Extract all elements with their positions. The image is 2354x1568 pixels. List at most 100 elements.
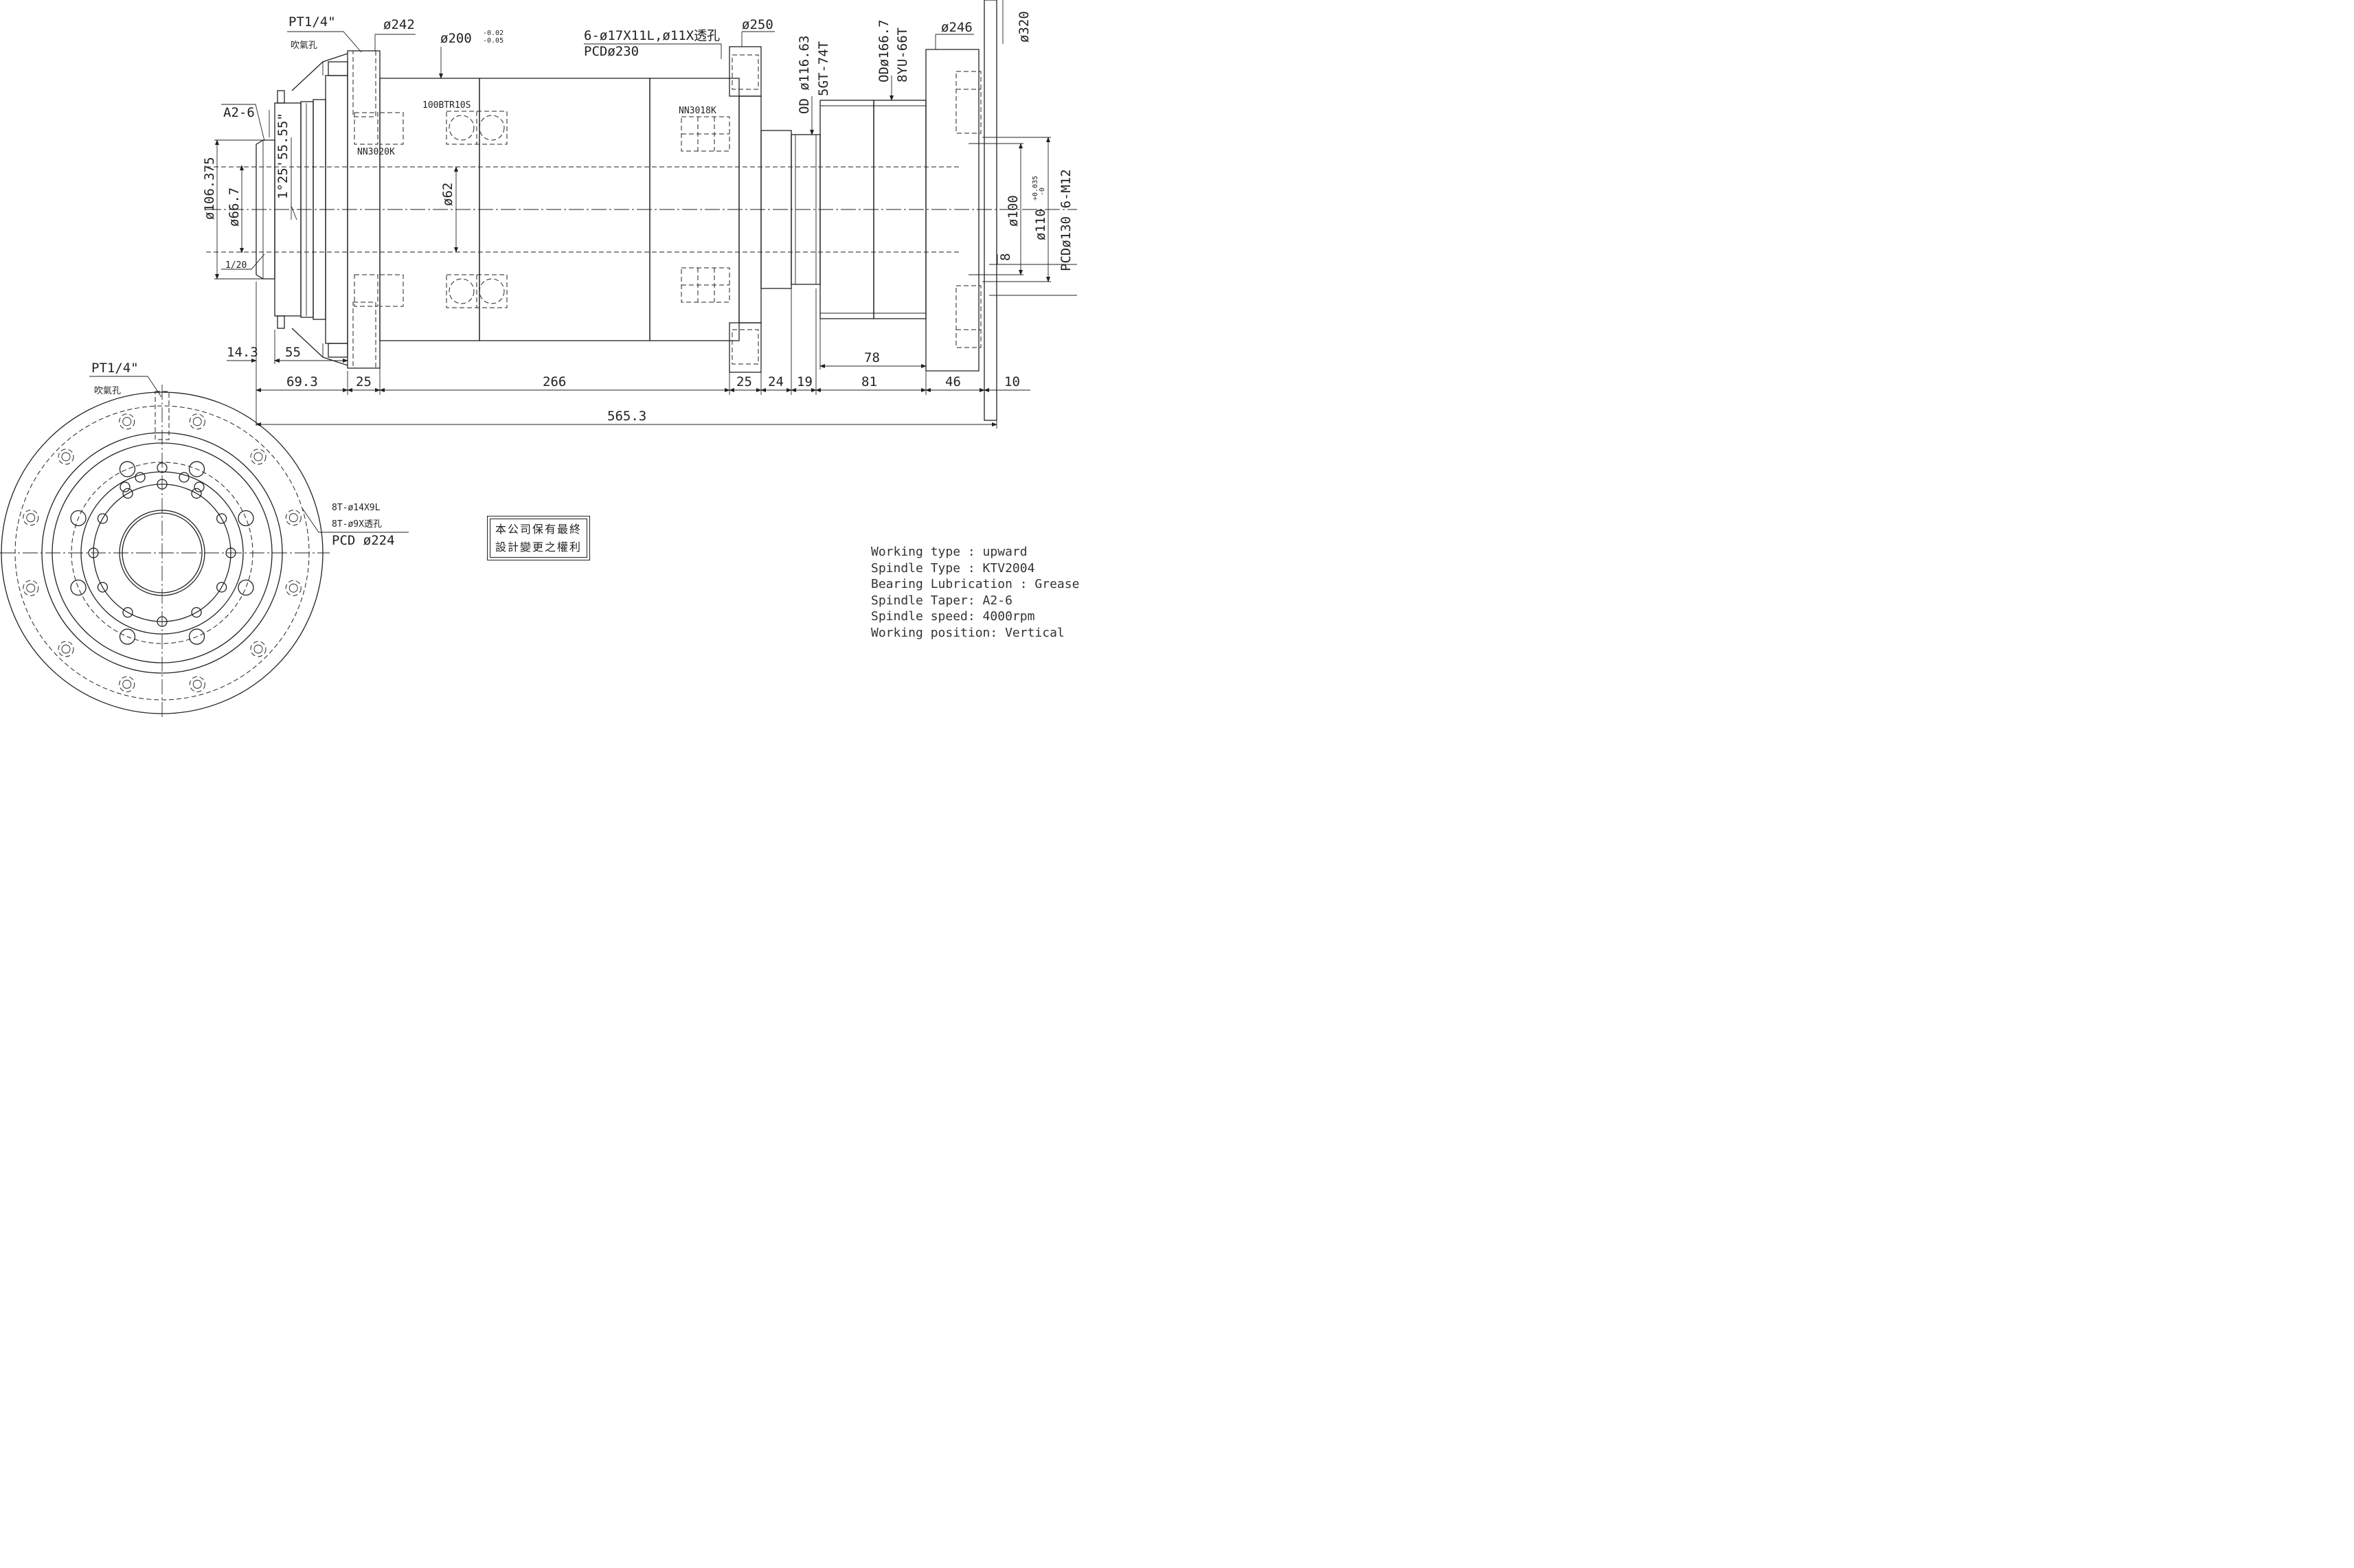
hole-spec-2: 8T-ø9X透孔 xyxy=(332,519,382,530)
inner-hole xyxy=(191,606,202,618)
rear-fit-label: ø110 xyxy=(1033,209,1048,240)
outer-bolt-hole-core xyxy=(61,452,71,462)
top-hole xyxy=(194,481,205,492)
dim-10: 10 xyxy=(1004,374,1020,389)
rear-depth-label: 8 xyxy=(998,253,1013,261)
dim-55: 55 xyxy=(285,345,301,360)
bearing-front-1-label: NN3020K xyxy=(357,147,395,157)
body-tol-upper: -0.02 xyxy=(483,30,503,37)
notice-line-1: 本公司保有最終 xyxy=(495,522,582,536)
dim-69-3: 69.3 xyxy=(286,374,318,389)
pcd-bolt-hole xyxy=(119,628,136,645)
dim-266: 266 xyxy=(543,374,566,389)
bore-dia-label: ø62 xyxy=(440,183,455,206)
top-hole xyxy=(120,481,131,492)
taper-angle-label: 1°25'55.55" xyxy=(275,113,291,199)
spec-position: Working position: Vertical xyxy=(871,625,1065,640)
inner-hole xyxy=(97,582,109,593)
side-view: A2-6 ø106.375 ø66.7 1°25'55.55" 1/20 PT1… xyxy=(202,0,1077,429)
pcd-bolt-hole xyxy=(70,510,87,527)
dim-25a: 25 xyxy=(356,374,372,389)
dim-81: 81 xyxy=(861,374,877,389)
rear-thread-label: PCDø130 6-M12 xyxy=(1059,169,1074,271)
inner-hole xyxy=(157,479,168,490)
inner-hole xyxy=(157,616,168,627)
pulley2-od-label: ODø166.7 xyxy=(876,19,892,82)
top-hole xyxy=(157,462,168,473)
bearing-front-2-label: 100BTR10S xyxy=(422,100,471,111)
pulley-od-label: OD ø116.63 xyxy=(797,36,812,114)
dim-46: 46 xyxy=(945,374,961,389)
outer-bolt-hole xyxy=(250,448,267,465)
front-air-port-label: PT1/4" xyxy=(91,361,139,376)
pcd-bolt-hole xyxy=(119,461,136,477)
inner-hole xyxy=(122,488,133,499)
plate-dia-label: ø320 xyxy=(1017,11,1032,43)
dimension-chain xyxy=(227,282,1030,429)
inner-hole xyxy=(191,488,202,499)
spec-taper: Spindle Taper: A2-6 xyxy=(871,593,1012,608)
inner-hole xyxy=(88,547,99,558)
outer-bolt-hole xyxy=(119,676,135,692)
outer-bolt-hole-core xyxy=(122,417,132,427)
hole-pcd: PCD ø224 xyxy=(332,533,395,548)
inner-hole xyxy=(97,513,109,524)
rear-fit-tol-lower: -0 xyxy=(1039,188,1046,196)
outer-bolt-hole-core xyxy=(288,513,298,523)
nose-inner-label: ø66.7 xyxy=(227,188,242,227)
pcd-bolt-hole xyxy=(188,628,205,645)
spec-lubrication: Bearing Lubrication : Grease xyxy=(871,577,1080,592)
outer-bolt-hole xyxy=(189,413,205,430)
dim-78: 78 xyxy=(864,350,880,365)
dim-total: 565.3 xyxy=(607,409,646,424)
pcd-bolt-hole xyxy=(188,461,205,477)
rear-dia-label: ø246 xyxy=(941,20,973,35)
outer-bolt-hole-core xyxy=(122,679,132,689)
outer-bolt-hole-core xyxy=(192,417,202,427)
outer-bolt-hole xyxy=(58,448,74,465)
outer-bolt-hole-core xyxy=(253,452,263,462)
outer-bolt-hole-core xyxy=(61,644,71,654)
dim-24: 24 xyxy=(768,374,784,389)
spec-speed: Spindle speed: 4000rpm xyxy=(871,609,1035,624)
air-port-note: 吹氣孔 xyxy=(291,41,317,51)
spindle-body xyxy=(354,78,740,341)
inner-hole xyxy=(122,606,133,618)
rear-shaft xyxy=(760,0,997,421)
taper-ratio-label: 1/20 xyxy=(225,260,247,271)
rear-fit-tol-upper: +0.035 xyxy=(1032,176,1039,201)
bearing-rear-label: NN3018K xyxy=(679,106,716,116)
nose-dia-label: ø106.375 xyxy=(202,157,217,220)
outer-bolt-hole-core xyxy=(26,583,36,593)
rear-flange-dia-label: ø250 xyxy=(742,17,773,32)
spec-working-type: Working type : upward xyxy=(871,545,1028,559)
pcd-bolt-hole xyxy=(238,579,254,596)
copyright-notice: 本公司保有最終 設計變更之權利 xyxy=(487,516,590,560)
flange-dia-label: ø242 xyxy=(383,17,415,32)
top-hole xyxy=(179,472,190,483)
nose-dims xyxy=(214,104,297,280)
spec-spindle-type: Spindle Type : KTV2004 xyxy=(871,560,1035,576)
dim-19: 19 xyxy=(797,374,813,389)
outer-bolt-hole xyxy=(58,641,74,657)
front-view-holes xyxy=(23,413,302,692)
pcd-bolt-hole xyxy=(238,510,254,527)
outer-bolt-hole-core xyxy=(192,679,202,689)
top-hole xyxy=(135,472,146,483)
body-dia-label: ø200 xyxy=(440,31,472,46)
outer-bolt-hole xyxy=(23,580,39,596)
dim-14-3: 14.3 xyxy=(227,345,258,360)
inner-hole xyxy=(225,547,236,558)
body-tol-lower: -0.05 xyxy=(483,37,503,45)
outer-bolt-hole xyxy=(250,641,267,657)
outer-bolt-hole xyxy=(23,510,39,526)
outer-bolt-hole xyxy=(119,413,135,430)
mount-pcd-label: PCDø230 xyxy=(584,44,639,59)
spindle-drawing: A2-6 ø106.375 ø66.7 1°25'55.55" 1/20 PT1… xyxy=(0,0,1077,719)
inner-hole xyxy=(216,513,227,524)
outer-bolt-hole-core xyxy=(26,513,36,523)
air-port-label: PT1/4" xyxy=(288,14,336,30)
front-air-port-note: 吹氣孔 xyxy=(94,386,121,396)
taper-label: A2-6 xyxy=(223,105,255,120)
outer-bolt-hole-core xyxy=(253,644,263,654)
